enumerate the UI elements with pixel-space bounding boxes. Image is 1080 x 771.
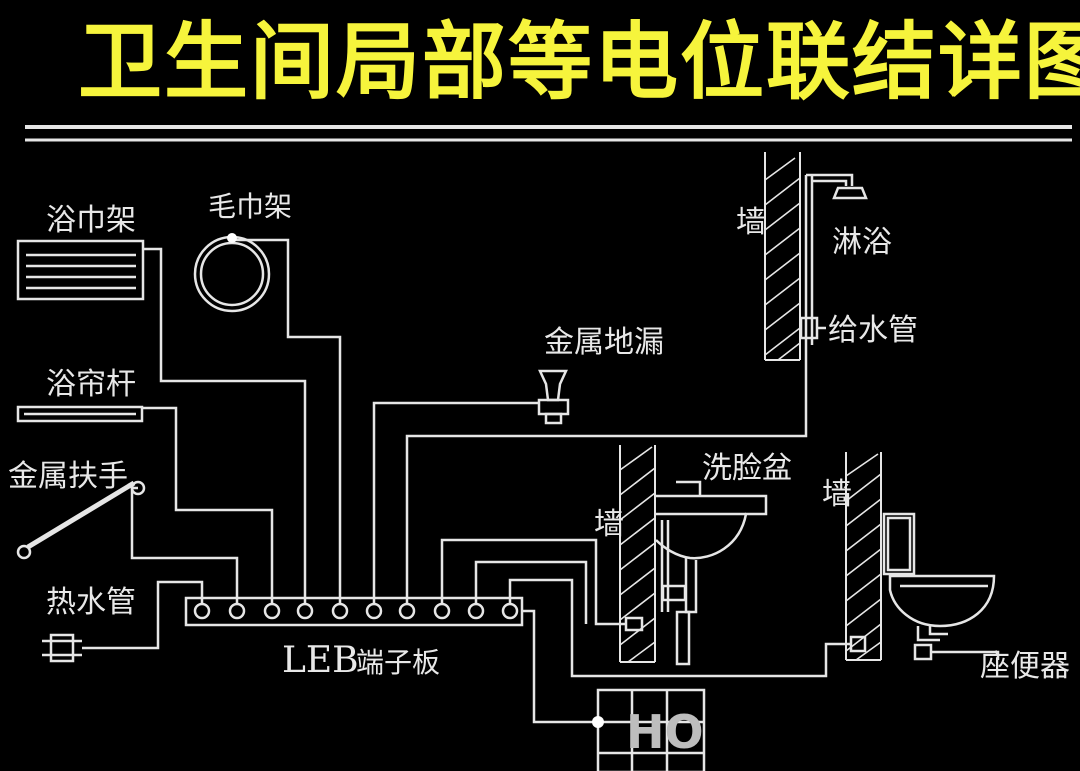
handrail-symbol xyxy=(16,480,146,560)
conductor-washbasin xyxy=(440,538,626,626)
conductor-hot-water xyxy=(82,580,204,650)
label-curtain-rod: 浴帘杆 xyxy=(46,367,136,402)
label-washbasin: 洗脸盆 xyxy=(702,451,792,486)
label-wall-1: 墙 xyxy=(736,205,766,240)
bonding-conductors xyxy=(82,238,1000,724)
hot-water-pipe-symbol xyxy=(42,633,82,663)
towel-rack-symbol xyxy=(16,239,145,301)
junction-dot xyxy=(227,233,237,243)
label-wall-3: 墙 xyxy=(822,477,852,512)
floor-tile-grid xyxy=(596,688,706,771)
leb-terminals xyxy=(193,602,519,620)
conductor-towel-ring xyxy=(232,238,342,604)
toilet-symbol xyxy=(849,512,996,661)
wall-shower xyxy=(764,152,801,361)
conductor-towel-rack xyxy=(143,247,307,604)
conductor-floor-drain xyxy=(372,401,539,604)
label-metal-handrail: 金属扶手 xyxy=(8,459,128,494)
conductor-washbasin-2 xyxy=(474,560,588,624)
washbasin-symbol xyxy=(624,480,768,666)
conductor-shower xyxy=(405,345,808,604)
curtain-rod-symbol xyxy=(16,405,144,423)
label-supply-pipe: 给水管 xyxy=(828,313,918,348)
label-wall-2: 墙 xyxy=(594,507,624,542)
label-hot-water-pipe: 热水管 xyxy=(46,585,136,620)
label-towel-ring: 毛巾架 xyxy=(208,190,292,223)
towel-ring-symbol xyxy=(193,235,271,313)
junction-dot xyxy=(592,716,604,728)
floor-drain-symbol xyxy=(537,369,570,425)
label-toilet: 座便器 xyxy=(980,649,1070,684)
label-floor-drain: 金属地漏 xyxy=(544,325,664,360)
shower-pipe xyxy=(799,173,868,345)
conductor-curtain-rod xyxy=(142,406,274,604)
label-shower: 淋浴 xyxy=(832,225,892,260)
wall-washbasin xyxy=(619,445,656,663)
conductor-toilet xyxy=(508,578,851,678)
label-towel-rack: 浴巾架 xyxy=(46,203,136,238)
conductor-handrail xyxy=(130,486,239,604)
conductor-floor xyxy=(522,609,598,724)
page-title: 卫生间局部等电位联结详图 xyxy=(78,13,1080,111)
label-leb: LEB xyxy=(282,640,359,681)
label-terminal-board: 端子板 xyxy=(356,646,440,679)
label-floor-mark: HO xyxy=(626,705,704,759)
conductor-toilet-2 xyxy=(931,650,1000,660)
